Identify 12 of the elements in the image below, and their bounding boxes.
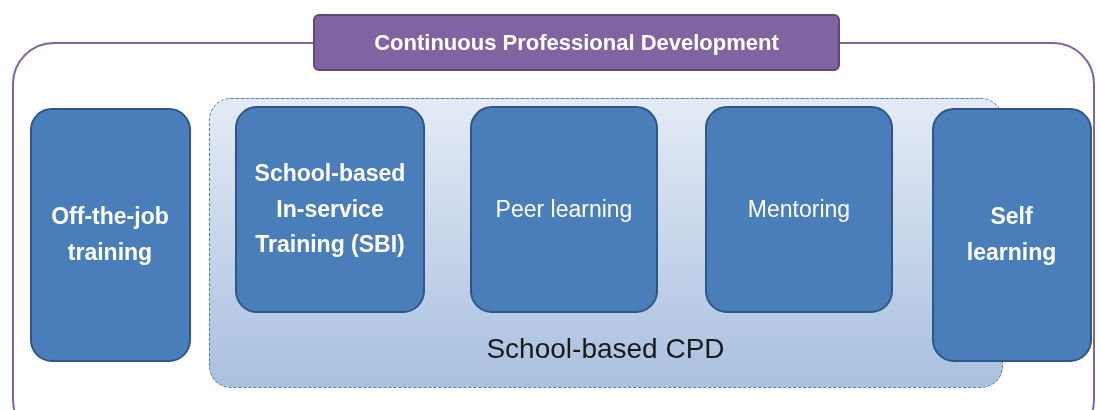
process-box	[470, 106, 658, 313]
box-label: Mentoring	[746, 195, 852, 225]
title-banner: Continuous Professional Development	[313, 14, 840, 71]
box-label: School-based In-service Training (SBI)	[253, 159, 407, 260]
process-box	[931, 107, 1092, 362]
process-box	[235, 106, 425, 313]
process-box	[705, 106, 893, 313]
box-label: Off-the-job training	[50, 201, 170, 267]
box-label: Peer learning	[494, 195, 634, 225]
group-label: School-based CPD	[485, 332, 726, 365]
box-label: Self learning	[965, 201, 1058, 267]
process-box	[29, 107, 191, 362]
